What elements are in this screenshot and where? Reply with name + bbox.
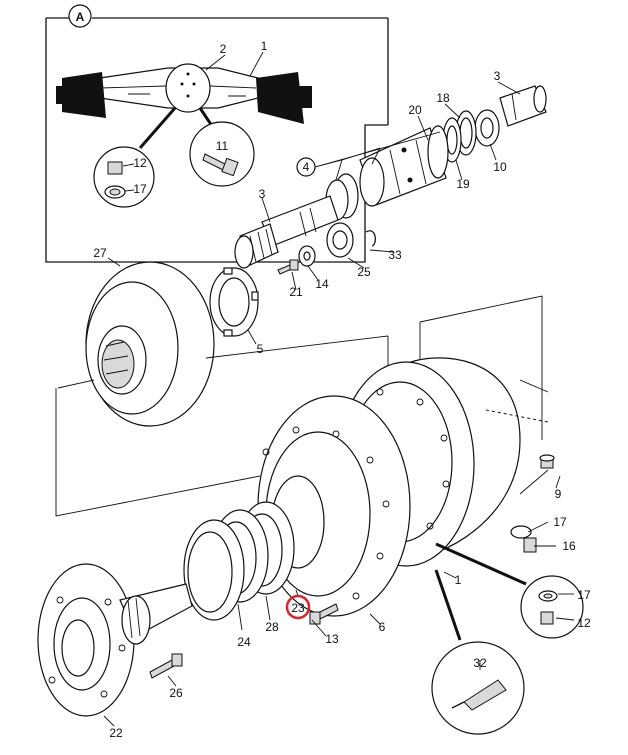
detail-circle-32 bbox=[431, 641, 525, 735]
callout-labels: 2 1 12 17 11 3 18 20 10 19 4 3 33 25 14 … bbox=[93, 39, 591, 740]
callout-14: 14 bbox=[315, 277, 329, 291]
callout-2: 2 bbox=[220, 42, 227, 56]
callout-12-top: 12 bbox=[133, 156, 147, 170]
callout-5: 5 bbox=[257, 342, 264, 356]
callout-28: 28 bbox=[265, 620, 279, 634]
callout-32: 32 bbox=[473, 656, 487, 670]
callout-23: 23 bbox=[291, 601, 305, 615]
callout-17-top: 17 bbox=[133, 182, 147, 196]
detail-circle-11 bbox=[189, 121, 255, 187]
callout-18: 18 bbox=[436, 91, 450, 105]
detail-circle-12-17-top bbox=[93, 146, 155, 208]
flange-shaft-22 bbox=[37, 563, 193, 717]
callout-20: 20 bbox=[408, 103, 422, 117]
ring-gear-27 bbox=[85, 261, 215, 427]
callout-11: 11 bbox=[216, 139, 229, 153]
callout-3-top: 3 bbox=[494, 69, 501, 83]
lock-nut-5 bbox=[209, 267, 259, 337]
callout-12-bottom: 12 bbox=[577, 616, 591, 630]
detail-circle-12-17-bottom bbox=[520, 575, 584, 639]
callout-16: 16 bbox=[562, 539, 576, 553]
upper-shaft-assembly bbox=[234, 85, 547, 275]
callout-21: 21 bbox=[289, 285, 303, 299]
callout-13: 13 bbox=[325, 632, 339, 646]
callout-26: 26 bbox=[169, 686, 183, 700]
callout-27: 27 bbox=[93, 246, 107, 260]
highlight-ring bbox=[285, 594, 311, 620]
callout-17-bottom: 17 bbox=[577, 588, 591, 602]
callout-10: 10 bbox=[493, 160, 507, 174]
callout-33: 33 bbox=[388, 248, 402, 262]
highlight-23: 23 bbox=[285, 594, 311, 620]
leader-lines bbox=[103, 81, 575, 727]
callout-1-inset: 1 bbox=[261, 39, 268, 53]
axle-assembly-drawing bbox=[56, 63, 312, 124]
callout-19: 19 bbox=[456, 177, 470, 191]
callout-6: 6 bbox=[379, 620, 386, 634]
inset-a-label: A bbox=[76, 10, 85, 24]
bearing-seals-23-28-24 bbox=[183, 501, 339, 625]
callout-17-right: 17 bbox=[553, 515, 567, 529]
callout-3-mid: 3 bbox=[259, 187, 266, 201]
callout-9: 9 bbox=[555, 487, 562, 501]
callout-24: 24 bbox=[237, 635, 251, 649]
callout-22: 22 bbox=[109, 726, 123, 740]
inset-a-frame: A bbox=[45, 4, 389, 263]
callout-25: 25 bbox=[357, 265, 371, 279]
callout-1-housing: 1 bbox=[455, 573, 462, 587]
inset-a-badge bbox=[68, 4, 92, 28]
callout-4: 4 bbox=[303, 160, 310, 174]
